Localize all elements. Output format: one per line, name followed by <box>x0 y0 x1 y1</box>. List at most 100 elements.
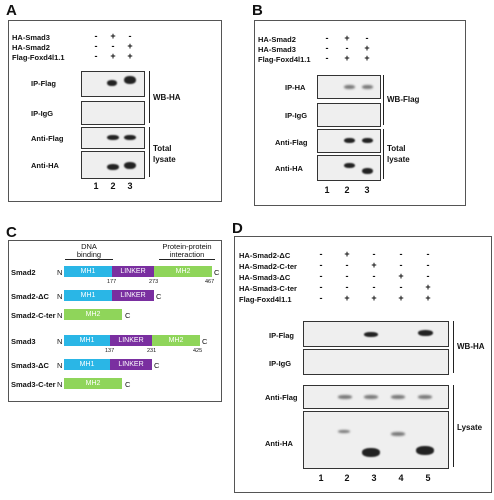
panel-b-frame: HA-Smad2 HA-Smad3 Flag-Foxd4l1.1 - + - -… <box>254 20 466 206</box>
lane-number: 1 <box>318 473 324 483</box>
blot-anti-flag <box>303 385 449 409</box>
sign: - <box>345 260 349 270</box>
lane-number: 4 <box>398 473 404 483</box>
row-label: HA-Smad3-C-ter <box>239 284 297 293</box>
sign: + <box>344 33 350 43</box>
blot-ip-flag <box>81 71 145 97</box>
sign: - <box>325 33 329 43</box>
construct-label: Smad3 <box>11 337 36 346</box>
construct-label: Smad2 <box>11 268 36 277</box>
row-label: HA-Smad3 <box>12 33 50 42</box>
row-label: Flag-Foxd4l1.1 <box>12 53 65 62</box>
sign: + <box>344 293 350 303</box>
panel-a-frame: HA-Smad3 HA-Smad2 Flag-Foxd4l1.1 - + - -… <box>8 20 222 202</box>
sign: + <box>425 282 431 292</box>
dna-binding-label: DNA binding <box>76 242 102 259</box>
sign: + <box>425 293 431 303</box>
blot-anti-flag <box>81 127 145 149</box>
residue-number: 177 <box>107 279 117 285</box>
blot-ip-igg <box>81 101 145 125</box>
residue-number: 273 <box>149 279 159 285</box>
sign: - <box>345 282 349 292</box>
sign: + <box>127 41 133 51</box>
c-terminus: C <box>125 380 131 389</box>
construct-label: Smad3-C-ter <box>11 380 56 389</box>
blot-label: Anti-HA <box>31 161 59 170</box>
sign: - <box>372 271 376 281</box>
sign: - <box>426 271 430 281</box>
sign: - <box>319 249 323 259</box>
mh2-domain: MH2 <box>152 335 200 346</box>
n-terminus: N <box>57 311 63 320</box>
sign: - <box>319 271 323 281</box>
blot-label: IP-IgG <box>31 109 54 118</box>
mh1-domain: MH1 <box>64 335 110 346</box>
sign: - <box>94 41 98 51</box>
sign: - <box>426 249 430 259</box>
n-terminus: N <box>57 337 63 346</box>
blot-label: IP-IgG <box>285 111 308 120</box>
blot-label: Anti-Flag <box>265 393 298 402</box>
group-bracket <box>149 71 150 123</box>
sign: + <box>371 293 377 303</box>
blot-ip-ha <box>317 75 381 99</box>
group-label: Total lysate <box>153 144 176 164</box>
sign: - <box>325 43 329 53</box>
sign: + <box>127 51 133 61</box>
sign: + <box>344 53 350 63</box>
blot-label: Anti-HA <box>275 164 303 173</box>
group-label: WB-HA <box>457 342 485 351</box>
sign: + <box>344 249 350 259</box>
dna-binding-line <box>65 259 113 260</box>
mh1-domain: MH1 <box>64 359 110 370</box>
lane-number: 3 <box>371 473 377 483</box>
panel-d-frame: HA-Smad2-ΔC HA-Smad2-C-ter HA-Smad3-ΔC H… <box>234 236 492 493</box>
sign: - <box>111 41 115 51</box>
n-terminus: N <box>57 292 63 301</box>
sign: - <box>319 260 323 270</box>
row-label: Flag-Foxd4l1.1 <box>258 55 311 64</box>
construct-label: Smad3-ΔC <box>11 361 49 370</box>
sign: + <box>110 51 116 61</box>
lane-number: 2 <box>110 181 116 191</box>
sign: - <box>128 31 132 41</box>
linker-domain: LINKER <box>110 359 152 370</box>
group-bracket <box>149 127 150 177</box>
blot-label: Anti-HA <box>265 439 293 448</box>
n-terminus: N <box>57 268 63 277</box>
sign: - <box>325 53 329 63</box>
group-bracket <box>453 321 454 373</box>
group-bracket <box>453 385 454 467</box>
group-label: WB-Flag <box>387 95 420 104</box>
row-label: HA-Smad2 <box>258 35 296 44</box>
lane-number: 3 <box>127 181 133 191</box>
mh2-domain: MH2 <box>64 309 122 320</box>
sign: + <box>371 260 377 270</box>
panel-c-frame: DNA binding Protein-protein interaction … <box>8 240 222 402</box>
residue-number: 137 <box>105 348 115 354</box>
blot-ip-flag <box>303 321 449 347</box>
sign: - <box>372 282 376 292</box>
sign: - <box>399 249 403 259</box>
blot-label: IP-HA <box>285 83 306 92</box>
row-label: HA-Smad3-ΔC <box>239 273 291 282</box>
blot-label: Anti-Flag <box>31 134 64 143</box>
row-label: Flag-Foxd4l1.1 <box>239 295 292 304</box>
c-terminus: C <box>154 361 160 370</box>
c-terminus: C <box>214 268 220 277</box>
mh1-domain: MH1 <box>64 290 112 301</box>
residue-number: 425 <box>193 348 203 354</box>
n-terminus: N <box>57 380 63 389</box>
sign: + <box>398 271 404 281</box>
c-terminus: C <box>156 292 162 301</box>
lane-number: 5 <box>425 473 431 483</box>
c-terminus: C <box>125 311 131 320</box>
mh2-domain: MH2 <box>154 266 212 277</box>
residue-number: 231 <box>147 348 157 354</box>
mh1-domain: MH1 <box>64 266 112 277</box>
panel-label-a: A <box>6 2 17 19</box>
sign: + <box>364 53 370 63</box>
lane-number: 3 <box>364 185 370 195</box>
group-label: Lysate <box>457 423 483 432</box>
panel-label-c: C <box>6 224 17 241</box>
